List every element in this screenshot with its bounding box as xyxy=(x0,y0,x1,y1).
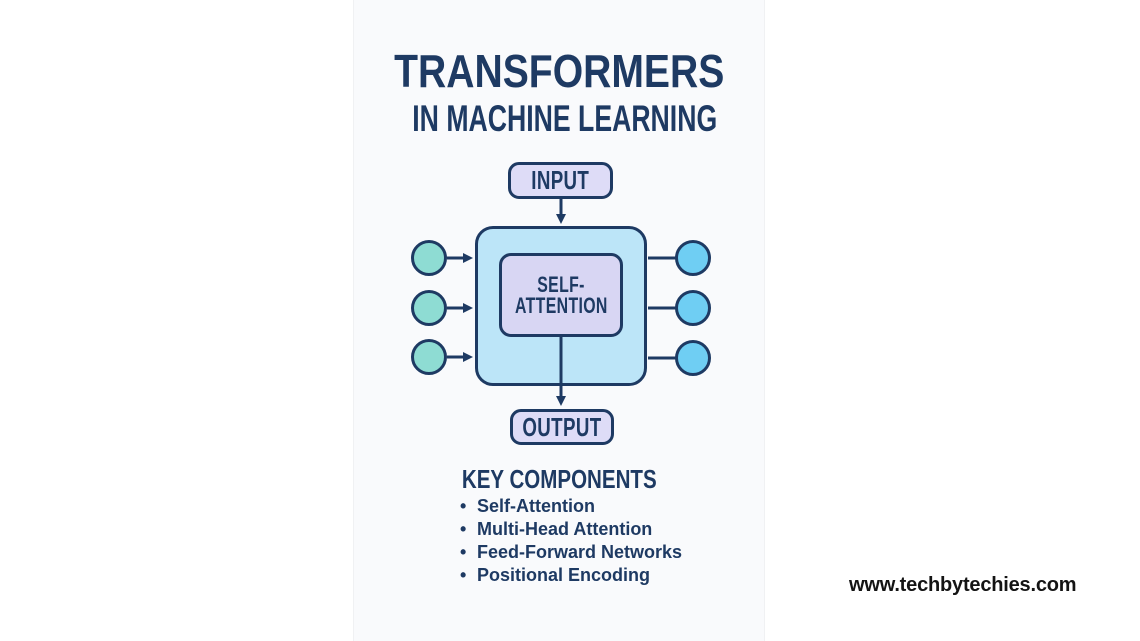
page-title: TRANSFORMERS xyxy=(353,46,765,96)
list-item-label: Self-Attention xyxy=(477,496,595,516)
list-item: • Feed-Forward Networks xyxy=(460,541,682,564)
self-attention-label-line1: SELF- xyxy=(537,272,585,297)
list-item-label: Positional Encoding xyxy=(477,565,651,585)
list-item: • Multi-Head Attention xyxy=(460,518,682,541)
list-item-label: Feed-Forward Networks xyxy=(477,542,683,562)
list-item: • Positional Encoding xyxy=(460,564,682,587)
page-subtitle: IN MACHINE LEARNING xyxy=(353,100,765,137)
self-attention-label-line2: ATTENTION xyxy=(514,293,608,318)
bullet-icon: • xyxy=(460,519,467,539)
key-components-heading: KEY COMPONENTS xyxy=(353,466,765,492)
list-item: • Self-Attention xyxy=(460,495,682,518)
bullet-icon: • xyxy=(460,565,467,585)
input-box: INPUT xyxy=(508,162,613,199)
bullet-icon: • xyxy=(460,542,467,562)
title-block: TRANSFORMERS IN MACHINE LEARNING xyxy=(353,46,765,137)
output-box: OUTPUT xyxy=(510,409,614,445)
output-box-label: OUTPUT xyxy=(522,411,602,442)
key-components-heading-text: KEY COMPONENTS xyxy=(461,464,657,494)
page-title-text: TRANSFORMERS xyxy=(393,45,725,97)
website-url: www.techbytechies.com xyxy=(849,574,1077,596)
input-box-label: INPUT xyxy=(531,165,590,195)
list-item-label: Multi-Head Attention xyxy=(477,519,653,539)
bullet-icon: • xyxy=(460,496,467,516)
page-subtitle-text: IN MACHINE LEARNING xyxy=(412,98,718,139)
key-components-list: • Self-Attention • Multi-Head Attention … xyxy=(460,495,682,587)
self-attention-box: SELF- ATTENTION xyxy=(499,253,623,337)
